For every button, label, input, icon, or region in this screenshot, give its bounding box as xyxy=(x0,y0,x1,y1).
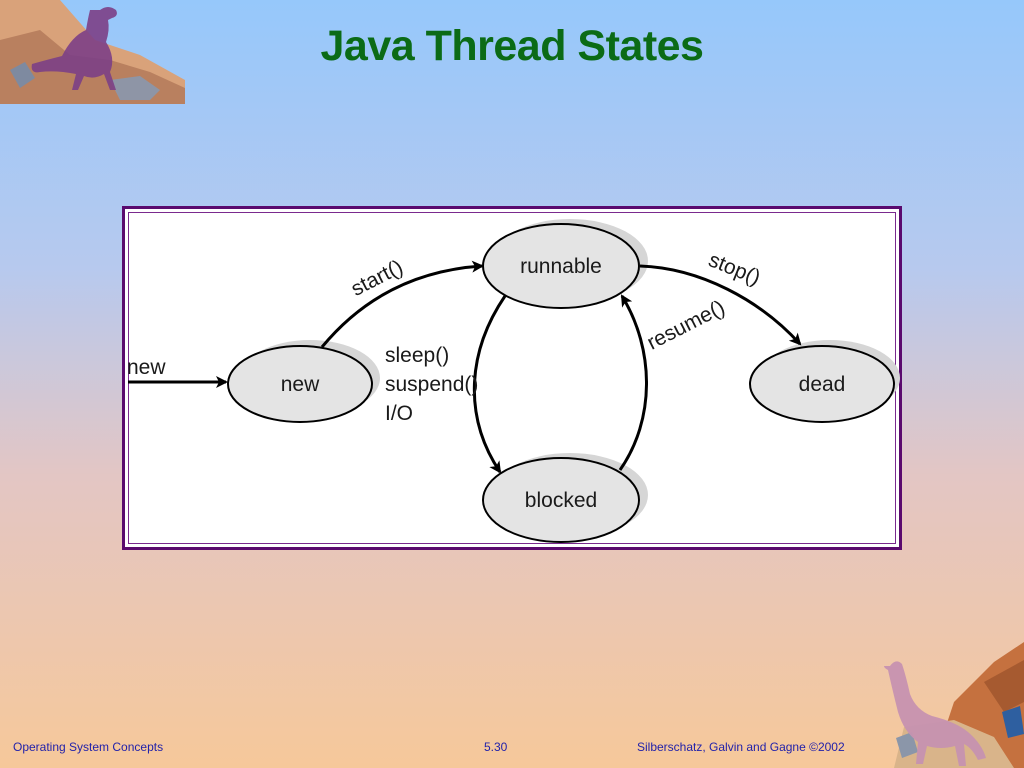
state-label-runnable: runnable xyxy=(520,255,602,278)
dinosaur-logo-bottom xyxy=(884,642,1024,768)
edge-label-sleep: sleep() xyxy=(385,344,449,367)
footer-right: Silberschatz, Galvin and Gagne ©2002 xyxy=(637,740,845,754)
edge-label-start: start() xyxy=(347,256,406,301)
edge-block xyxy=(472,295,507,474)
state-blocked xyxy=(482,457,640,543)
footer-left: Operating System Concepts xyxy=(13,740,164,754)
state-label-dead: dead xyxy=(799,373,846,396)
dinosaur-logo-top xyxy=(0,0,185,104)
footer-page-number: 5.30 xyxy=(484,740,508,754)
state-label-new: new xyxy=(281,373,320,396)
entry-label: new xyxy=(127,356,166,379)
state-label-blocked: blocked xyxy=(525,489,597,512)
edge-label-io: I/O xyxy=(385,402,413,425)
state-dead xyxy=(749,345,895,423)
edge-resume xyxy=(618,294,648,471)
edge-start xyxy=(320,260,484,348)
edge-label-resume: resume() xyxy=(643,296,728,355)
edge-stop xyxy=(639,264,802,346)
slide-title: Java Thread States xyxy=(320,22,704,70)
edge-label-suspend: suspend() xyxy=(385,373,478,396)
state-new xyxy=(227,345,373,423)
